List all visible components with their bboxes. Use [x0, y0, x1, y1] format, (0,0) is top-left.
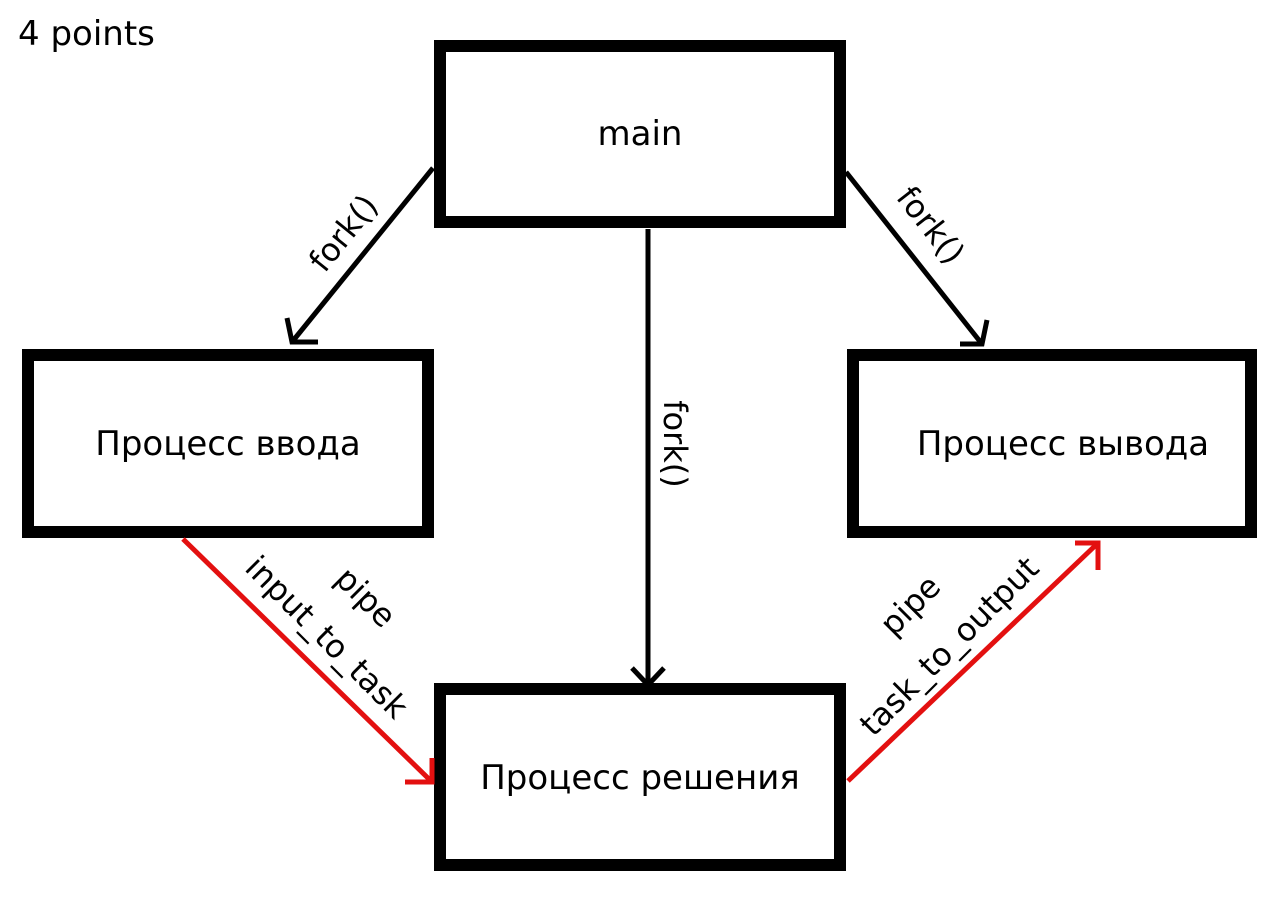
arrowhead-icon — [630, 666, 666, 689]
node-output-process-box — [847, 349, 1257, 538]
page-title: 4 points — [18, 14, 155, 54]
arrowhead-icon — [284, 317, 318, 345]
node-main-box — [434, 40, 846, 228]
edge-solve-to-output: pipe task_to_output — [846, 540, 1101, 783]
edge-solve-to-output-line — [846, 541, 1100, 783]
node-main-label: main — [598, 114, 683, 154]
node-solve-process: Процесс решения — [434, 683, 846, 871]
edge-main-to-input: fork() — [284, 166, 435, 345]
node-input-process-box — [22, 349, 434, 538]
node-output-process-label: Процесс вывода — [917, 424, 1209, 464]
edge-main-to-output: fork() — [844, 170, 990, 347]
node-output-process: Процесс вывода — [847, 349, 1257, 538]
edge-main-to-output-label: fork() — [889, 179, 973, 271]
node-input-process-label: Процесс ввода — [95, 424, 360, 464]
edge-input-to-solve-label-name: input_to_task — [238, 548, 416, 726]
edge-solve-to-output-label-name: task_to_output — [852, 549, 1046, 743]
arrowhead-icon — [960, 319, 990, 347]
node-solve-process-box — [434, 683, 846, 871]
arrowhead-icon — [405, 758, 435, 785]
arrowhead-icon — [1075, 540, 1101, 570]
edge-main-to-solve-label: fork() — [656, 400, 694, 488]
edge-main-to-output-line — [844, 170, 984, 346]
edge-main-to-solve: fork() — [630, 229, 694, 689]
node-main: main — [434, 40, 846, 228]
node-solve-process-label: Процесс решения — [480, 758, 800, 798]
edge-main-to-input-line — [290, 166, 435, 344]
edge-input-to-solve-line — [181, 537, 434, 784]
edge-main-to-input-label: fork() — [301, 187, 386, 279]
edge-input-to-solve: pipe input_to_task — [181, 537, 435, 785]
node-input-process: Процесс ввода — [22, 349, 434, 538]
